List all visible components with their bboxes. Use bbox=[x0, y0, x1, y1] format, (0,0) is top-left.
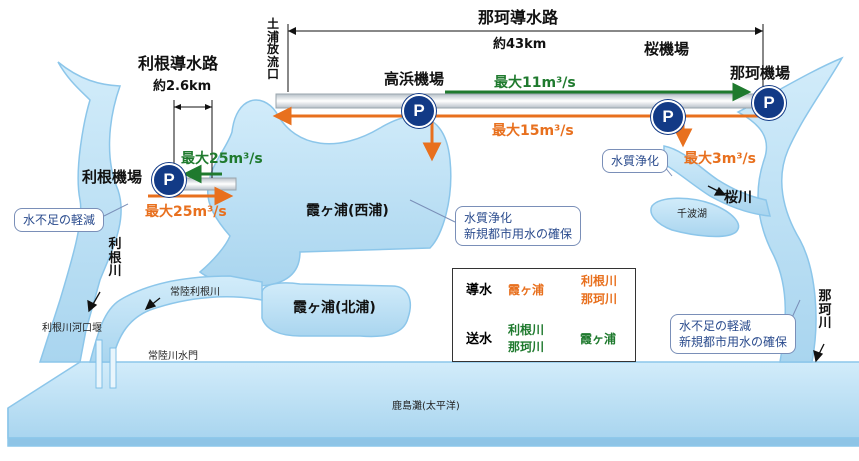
naka-river-label: 那珂川 bbox=[818, 289, 832, 332]
legend-conv-source-1: 利根川 bbox=[581, 274, 618, 288]
nishiura-purpose-line-2: 新規都市用水の確保 bbox=[464, 227, 573, 242]
tone-river-shape bbox=[38, 61, 122, 363]
naka-river-shape bbox=[736, 56, 844, 363]
naka-purpose-line-2: 新規都市用水の確保 bbox=[679, 335, 788, 350]
tone-pump-icon: P bbox=[152, 163, 186, 197]
flow-label-max-3: 最大3m³/s bbox=[684, 151, 756, 167]
naka-purpose-line-1: 水不足の軽減 bbox=[679, 319, 752, 333]
nishiura-shape bbox=[198, 99, 452, 288]
naka-canal-pipe bbox=[275, 93, 777, 109]
tone-estuary-weir-label: 利根川河口堰 bbox=[42, 323, 102, 334]
tone-station-label: 利根機場 bbox=[82, 168, 143, 186]
nishiura-purpose-line-1: 水質浄化 bbox=[464, 211, 513, 225]
kitaura-label: 霞ヶ浦(北浦) bbox=[293, 300, 376, 316]
tone-canal-title: 利根導水路 bbox=[138, 54, 219, 73]
nishiura-purpose-callout: 水質浄化 新規都市用水の確保 bbox=[455, 206, 582, 247]
callout-pointer-nishiura bbox=[409, 199, 456, 223]
sea-front bbox=[7, 408, 859, 447]
flow-label-tone-green: 最大25m³/s bbox=[181, 151, 263, 167]
tone-shortage-text: 水不足の軽減 bbox=[23, 213, 96, 227]
water-quality-text: 水質浄化 bbox=[611, 154, 660, 168]
hitachi-tone-shape bbox=[89, 275, 263, 363]
takahama-station-label: 高浜機場 bbox=[384, 70, 445, 88]
callout-pointer-tone bbox=[103, 203, 129, 217]
water-quality-callout: 水質浄化 bbox=[602, 149, 669, 174]
legend-supply-target-1: 利根川 bbox=[508, 323, 545, 337]
tone-canal-length: 約2.6km bbox=[153, 79, 212, 94]
flow-label-max-15: 最大15m³/s bbox=[492, 123, 574, 139]
tone-dim-arrow-right bbox=[205, 104, 212, 110]
sea-label: 鹿島灘(太平洋) bbox=[392, 401, 460, 412]
flow-label-max-11: 最大11m³/s bbox=[494, 75, 576, 91]
legend-box bbox=[452, 268, 636, 362]
legend-supply-source: 霞ヶ浦 bbox=[580, 332, 617, 346]
hitachi-gate-label: 常陸川水門 bbox=[148, 351, 198, 362]
nishiura-label: 霞ヶ浦(西浦) bbox=[306, 203, 389, 219]
takahama-pump-icon: P bbox=[402, 94, 436, 128]
naka-canal-length: 約43km bbox=[493, 37, 547, 52]
tone-dim-arrow-left bbox=[174, 104, 181, 110]
hitachi-gate bbox=[109, 347, 117, 389]
naka-purpose-callout: 水不足の軽減 新規都市用水の確保 bbox=[670, 314, 797, 355]
sakura-pump-icon: P bbox=[651, 100, 685, 134]
naka-canal-title: 那珂導水路 bbox=[478, 8, 559, 27]
legend-supply-label: 送水 bbox=[466, 332, 493, 347]
legend-conv-source-2: 那珂川 bbox=[581, 292, 618, 306]
legend-supply-target-2: 那珂川 bbox=[508, 340, 545, 354]
flow-label-tone-orange: 最大25m³/s bbox=[145, 204, 227, 220]
hitachi-tone-label: 常陸利根川 bbox=[170, 287, 220, 298]
sakura-river-label: 桜川 bbox=[724, 190, 752, 206]
senba-lake-shape bbox=[650, 197, 740, 238]
naka-dim-arrow-right bbox=[755, 27, 763, 35]
senba-label: 千波湖 bbox=[677, 209, 707, 220]
legend-conveyance-label: 導水 bbox=[466, 283, 493, 298]
sea-shape bbox=[7, 361, 859, 439]
kitaura-shape bbox=[261, 282, 412, 338]
sakura-station-label: 桜機場 bbox=[644, 40, 690, 58]
naka-station-label: 那珂機場 bbox=[730, 64, 791, 82]
naka-pump-icon: P bbox=[752, 86, 786, 120]
naka-dim-arrow-left bbox=[288, 27, 296, 35]
tone-shortage-callout: 水不足の軽減 bbox=[14, 208, 105, 233]
sakura-river-shape bbox=[663, 145, 771, 217]
tsuchiura-outlet-label: 土浦放流口 bbox=[266, 17, 279, 82]
tone-river-label: 利根川 bbox=[108, 237, 122, 280]
tone-estuary-weir bbox=[95, 339, 103, 389]
legend-conv-target: 霞ヶ浦 bbox=[508, 283, 545, 297]
